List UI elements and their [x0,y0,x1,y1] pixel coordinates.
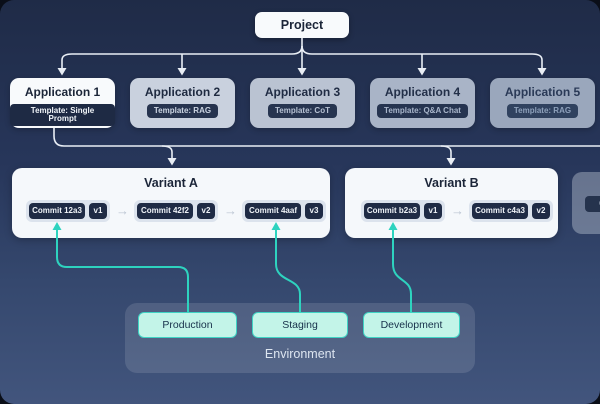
variant-title: Variant A [144,176,198,190]
commit-group: Commit c4a3 v2 [469,200,553,222]
arrow-down-icon [57,68,67,76]
variant-node-a: Variant A Commit 12a3 v1 Commit 42f2 v2 … [12,168,330,238]
application-node-1: Application 1 Template: Single Prompt [10,78,115,128]
template-badge: Template: CoT [268,104,337,118]
commit-badge: Commit b2a3 [364,203,420,219]
version-badge: v3 [305,203,323,219]
variant-title: Variant B [424,176,479,190]
application-title: Application 3 [264,85,341,99]
commit-badge: Commit 4aaf [245,203,301,219]
arrow-down-icon [446,158,456,166]
application-title: Application 5 [504,85,581,99]
arrow-right-icon [116,203,129,218]
arrow-down-icon [537,68,547,76]
variant-node-partial: Com [572,172,600,234]
arrow-down-icon [177,68,187,76]
environment-staging: Staging [252,312,348,338]
arrow-right-icon [451,203,464,218]
template-badge: Template: RAG [506,104,579,118]
template-badge: Template: Single Prompt [10,104,115,126]
version-badge: v1 [89,203,107,219]
commit-badge: Commit 12a3 [29,203,85,219]
application-title: Application 4 [384,85,461,99]
application-node-3: Application 3 Template: CoT [250,78,355,128]
version-badge: v2 [197,203,215,219]
connector-project-to-apps [57,38,547,76]
environment-panel: Production Staging Development Environme… [125,303,475,373]
arrow-down-icon [417,68,427,76]
commit-group: Commit 4aaf v3 [242,200,326,222]
project-node: Project [255,12,349,38]
connector-app1-to-variants [53,128,600,166]
environment-label: Environment [264,347,336,361]
commit-badge: Commit 42f2 [137,203,193,219]
arrow-right-icon [224,203,237,218]
environment-development: Development [363,312,460,338]
commit-badge: Com [585,196,600,212]
variant-node-b: Variant B Commit b2a3 v1 Commit c4a3 v2 [345,168,558,238]
commit-group: Commit 12a3 v1 [26,200,110,222]
arrow-down-icon [167,158,177,166]
template-badge: Template: Q&A Chat [377,104,468,118]
commit-badge: Commit c4a3 [472,203,528,219]
application-node-2: Application 2 Template: RAG [130,78,235,128]
application-title: Application 1 [24,85,101,99]
template-badge: Template: RAG [146,104,219,118]
version-badge: v1 [424,203,442,219]
application-node-5: Application 5 Template: RAG [490,78,595,128]
application-node-4: Application 4 Template: Q&A Chat [370,78,475,128]
commit-group: Commit b2a3 v1 [361,200,445,222]
application-title: Application 2 [144,85,221,99]
environment-production: Production [138,312,237,338]
project-label: Project [280,18,324,32]
arrow-down-icon [297,68,307,76]
commit-group: Commit 42f2 v2 [134,200,218,222]
version-badge: v2 [532,203,550,219]
